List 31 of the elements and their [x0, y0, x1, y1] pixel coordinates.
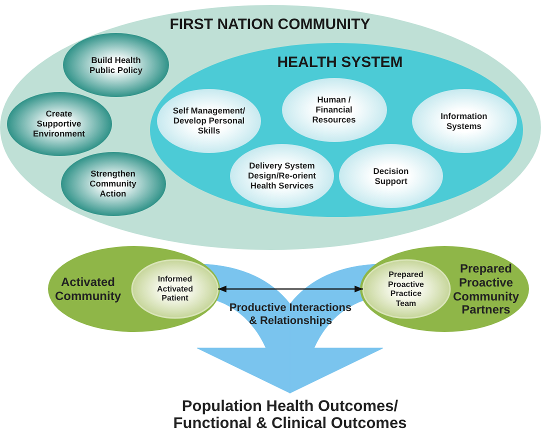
- community-ellipse: [0, 5, 541, 250]
- element-ellipse: [157, 89, 261, 153]
- strategy-ellipse: [63, 33, 169, 97]
- node-label: Prepared Proactive Community Partners: [452, 262, 520, 318]
- team-ellipse: [363, 260, 450, 318]
- outcome-text: Population Health Outcomes/ Functional & Clinical Outcomes: [160, 398, 420, 432]
- node-label: Decision Support: [372, 166, 410, 186]
- strategy-ellipse: [61, 152, 166, 216]
- element-ellipse: [230, 144, 334, 208]
- element-ellipse: [339, 144, 443, 208]
- element-ellipse: [282, 78, 387, 142]
- node-label: Activated Community: [54, 276, 122, 304]
- double-arrow: [218, 286, 363, 292]
- region-title: FIRST NATION COMMUNITY: [168, 16, 372, 34]
- node-label: Self Management/ Develop Personal Skills: [172, 106, 246, 136]
- node-label: Strengthen Community Action: [88, 168, 138, 200]
- element-ellipse: [412, 89, 517, 153]
- node-label: Prepared Proactive Practice Team: [386, 270, 426, 308]
- partner-ellipse: [48, 246, 220, 332]
- node-label: Build Health Public Policy: [88, 54, 144, 76]
- node-label: Create Supportive Environment: [32, 108, 86, 140]
- strategy-ellipse: [7, 92, 112, 156]
- node-label: Human / Financial Resources: [311, 94, 357, 126]
- node-label: Information Systems: [440, 110, 488, 132]
- node-label: Informed Activated Patient: [156, 274, 194, 304]
- team-ellipse: [132, 260, 218, 318]
- region-title: HEALTH SYSTEM: [276, 54, 404, 72]
- node-label: Delivery System Design/Re-orient Health Services: [246, 160, 317, 192]
- edge-label: Productive Interactions & Relationships: [228, 302, 353, 328]
- health-system-ellipse: [150, 43, 523, 217]
- partner-ellipse: [360, 246, 529, 332]
